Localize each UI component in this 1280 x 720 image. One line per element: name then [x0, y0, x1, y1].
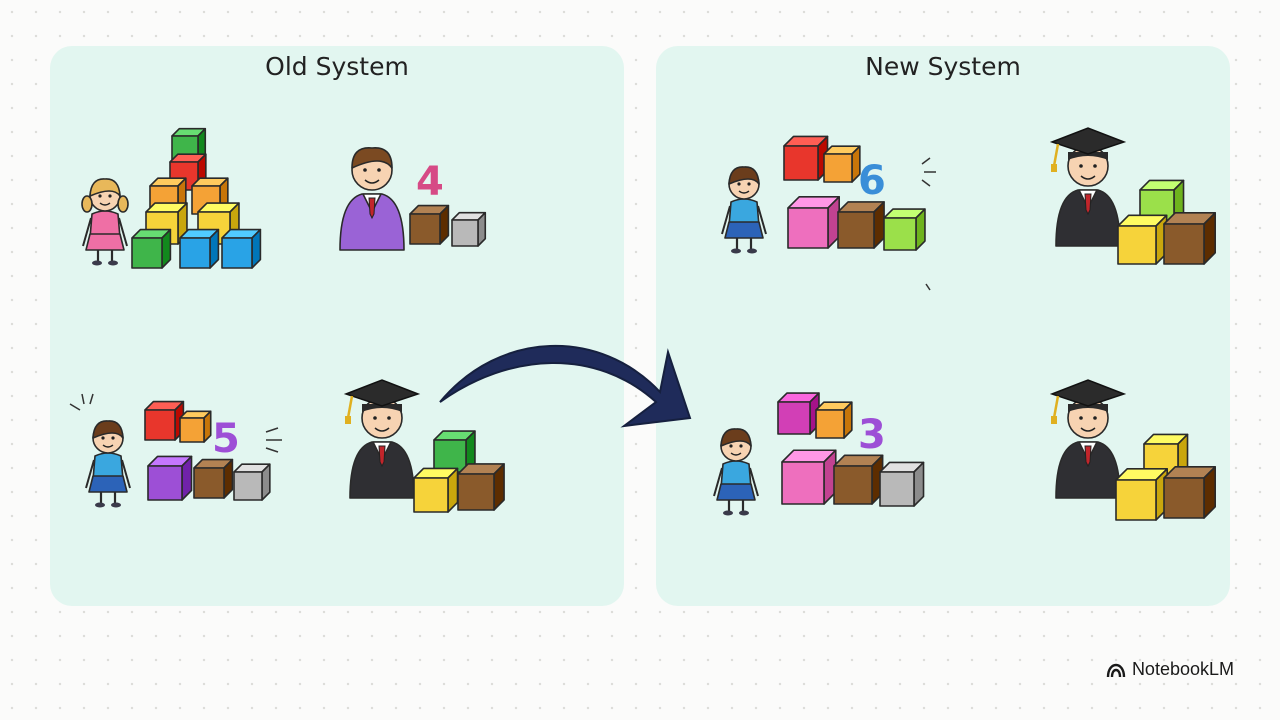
- block: [879, 461, 925, 507]
- block: [147, 455, 193, 501]
- block: [1117, 214, 1168, 265]
- girl-figure: [721, 166, 767, 254]
- old-system-title: Old System: [265, 52, 409, 81]
- block: [457, 463, 505, 511]
- block: [179, 228, 220, 269]
- teacher-blocks: [409, 204, 487, 247]
- block: [777, 392, 820, 435]
- graduate-figure: [343, 379, 421, 499]
- block: [783, 135, 829, 181]
- child-blocks: [777, 392, 925, 507]
- block: [413, 467, 459, 513]
- girl-figure: [81, 178, 129, 266]
- graduate-blocks: [1117, 179, 1216, 265]
- block: [1163, 212, 1216, 265]
- block: [815, 401, 853, 439]
- count-number: 3: [858, 412, 886, 458]
- sparkle-marks: [921, 157, 936, 291]
- block: [409, 204, 450, 245]
- block: [193, 458, 234, 499]
- child-blocks: [144, 400, 271, 501]
- block: [1163, 465, 1216, 519]
- block: [781, 449, 837, 505]
- child-figure: [713, 428, 759, 516]
- block: [233, 463, 271, 501]
- block-pyramid: [131, 127, 262, 269]
- count-number: 5: [212, 416, 240, 462]
- block: [149, 177, 187, 215]
- teacher-figure: [339, 147, 405, 251]
- notebooklm-logo-icon: [1106, 663, 1126, 677]
- block: [144, 400, 185, 441]
- block: [883, 208, 926, 251]
- block: [179, 410, 212, 443]
- block: [837, 201, 885, 249]
- brand-watermark: NotebookLM: [1106, 659, 1234, 680]
- new-system-title: New System: [865, 52, 1021, 81]
- child-figure: [85, 420, 131, 508]
- block: [433, 430, 476, 473]
- block: [221, 228, 262, 269]
- graduate-blocks: [1115, 433, 1216, 521]
- block: [1115, 467, 1168, 521]
- transition-arrow: [439, 344, 692, 428]
- count-number: 4: [416, 159, 444, 205]
- graduate-blocks: [413, 430, 505, 513]
- graduate-figure: [1049, 127, 1127, 247]
- brand-name: NotebookLM: [1131, 659, 1234, 679]
- block: [131, 228, 172, 269]
- block: [451, 211, 487, 247]
- graduate-figure: [1049, 379, 1127, 499]
- sparkle-marks: [69, 393, 282, 453]
- old-system-panel: [50, 46, 624, 606]
- block: [833, 454, 884, 505]
- block: [787, 196, 841, 249]
- block: [823, 145, 861, 183]
- girl-blocks: [783, 135, 926, 251]
- count-number: 6: [858, 158, 886, 204]
